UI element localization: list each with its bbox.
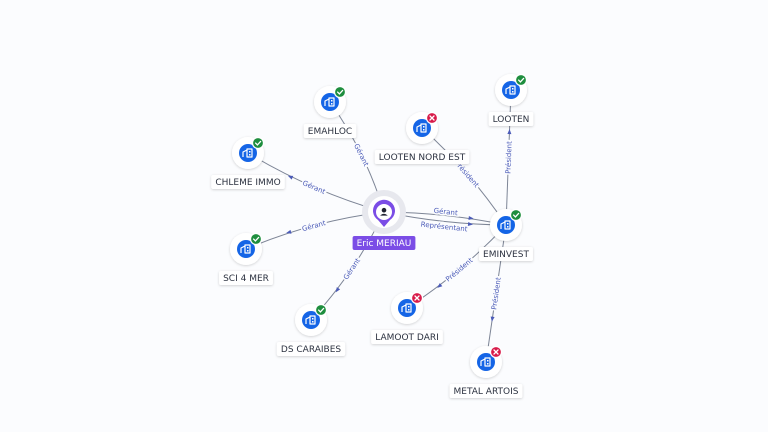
company-icon-disc [239, 144, 257, 162]
company-node-lootennord[interactable]: LOOTEN NORD EST [374, 111, 470, 164]
company-node-emahloc[interactable]: EMAHLOC [303, 85, 357, 138]
person-node[interactable]: Eric MERIAU [352, 190, 416, 250]
company-node-chleme[interactable]: CHLEME IMMO [211, 136, 285, 189]
building-icon [324, 97, 335, 107]
building-icon [305, 315, 316, 325]
check-icon [317, 307, 325, 313]
company-name-label: SCI 4 MER [219, 271, 273, 285]
status-active-badge [251, 136, 265, 150]
edge-arrow [468, 216, 474, 220]
company-icon-disc [413, 119, 431, 137]
edge-label-center-eminvest-0: Gérant [432, 205, 460, 219]
company-node-metal[interactable]: METAL ARTOIS [449, 345, 523, 398]
edge-label-center-dscaraibes: Gérant [340, 255, 363, 283]
edge-label-text: Gérant [342, 257, 362, 282]
building-icon [500, 220, 511, 230]
status-active-badge [509, 208, 523, 222]
edge-label-text: Représentant [420, 220, 468, 233]
company-name-label: EMINVEST [479, 247, 533, 261]
edge-label-center-sci4mer: Gérant [300, 218, 329, 235]
company-name-label: DS CARAIBES [276, 342, 346, 356]
check-icon [336, 89, 344, 95]
cross-icon [429, 115, 435, 121]
company-name-label: LOOTEN NORD EST [374, 150, 470, 164]
company-node-looten[interactable]: LOOTEN [488, 73, 534, 126]
status-closed-badge [489, 345, 503, 359]
person-pin-icon [373, 199, 395, 227]
company-name-text: LAMOOT DARI [375, 333, 439, 343]
edge-arrow [467, 221, 474, 226]
company-name-label: EMAHLOC [303, 124, 357, 138]
edge-label-text: Gérant [433, 207, 458, 218]
company-name-label: LOOTEN [488, 112, 534, 126]
status-closed-badge [410, 291, 424, 305]
building-icon [240, 244, 251, 254]
status-active-badge [314, 303, 328, 317]
company-icon-disc [502, 81, 520, 99]
company-icon-disc [237, 240, 255, 258]
person-name-label: Eric MERIAU [352, 236, 416, 250]
building-icon [401, 303, 412, 313]
edge-label-center-chleme: Gérant [300, 178, 329, 198]
company-icon-disc [477, 353, 495, 371]
check-icon [517, 77, 525, 83]
edge-arrow [286, 229, 292, 234]
edge-label-text: Président [490, 277, 503, 311]
company-icon-disc [302, 311, 320, 329]
edge-label-text: Président [504, 141, 513, 174]
company-name-text: CHLEME IMMO [215, 178, 280, 188]
edge-label-center-emahloc: Gérant [351, 141, 372, 169]
status-closed-badge [425, 111, 439, 125]
cross-icon [493, 349, 499, 355]
status-active-badge [333, 85, 347, 99]
edge-arrow [490, 316, 495, 322]
edge-label-center-eminvest-1: Représentant [419, 219, 470, 235]
company-node-sci4mer[interactable]: SCI 4 MER [219, 232, 273, 285]
edge-label-eminvest-looten: Président [503, 139, 515, 175]
company-name-text: METAL ARTOIS [454, 387, 519, 397]
edge-arrow [287, 175, 294, 180]
company-icon-disc [497, 216, 515, 234]
company-name-text: DS CARAIBES [281, 345, 342, 355]
check-icon [512, 212, 520, 218]
company-name-label: LAMOOT DARI [371, 330, 443, 344]
edge-label-eminvest-lamoot: Président [443, 255, 476, 285]
status-active-badge [249, 232, 263, 246]
company-name-text: EMINVEST [483, 250, 529, 260]
company-icon-disc [321, 93, 339, 111]
edge-label-text: Président [444, 256, 474, 283]
company-node-eminvest[interactable]: EMINVEST [479, 208, 533, 261]
person-name-text: Eric MERIAU [357, 239, 412, 249]
building-icon [480, 357, 491, 367]
company-name-text: SCI 4 MER [223, 274, 269, 284]
company-name-text: LOOTEN [493, 115, 530, 125]
company-name-text: LOOTEN NORD EST [379, 153, 466, 163]
edge-arrow [437, 283, 443, 288]
edge-label-eminvest-metal: Président [489, 275, 505, 312]
company-node-lamoot[interactable]: LAMOOT DARI [371, 291, 443, 344]
company-name-label: METAL ARTOIS [449, 384, 523, 398]
edge-arrow [335, 287, 341, 293]
edge-arrow [507, 129, 512, 135]
company-name-text: EMAHLOC [308, 127, 352, 137]
edge-label-text: Gérant [301, 179, 327, 196]
company-node-dscaraibes[interactable]: DS CARAIBES [276, 303, 346, 356]
company-icon-disc [398, 299, 416, 317]
edge-label-text: Gérant [352, 142, 370, 167]
building-icon [242, 148, 253, 158]
building-icon [416, 123, 427, 133]
check-icon [252, 236, 260, 242]
edge-label-text: Gérant [301, 219, 327, 233]
cross-icon [414, 295, 420, 301]
company-name-label: CHLEME IMMO [211, 175, 285, 189]
status-active-badge [514, 73, 528, 87]
check-icon [254, 140, 262, 146]
building-icon [505, 85, 516, 95]
